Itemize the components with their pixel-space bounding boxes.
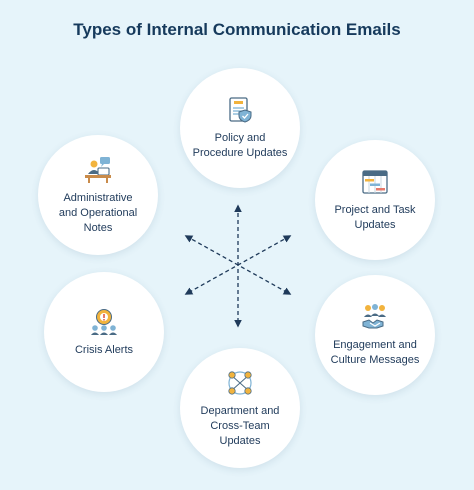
node-label: Administrative and Operational Notes <box>58 191 138 234</box>
office-worker-icon <box>85 156 111 183</box>
node-engagement-messages: Engagement and Culture Messages <box>315 275 435 395</box>
team-handshake-icon <box>362 304 386 329</box>
node-policy-updates: Policy and Procedure Updates <box>180 68 300 188</box>
node-department-updates: Department and Cross-Team Updates <box>180 348 300 468</box>
node-crisis-alerts: Crisis Alerts <box>44 272 164 392</box>
gantt-calendar-icon <box>362 170 388 194</box>
node-administrative-notes: Administrative and Operational Notes <box>38 135 158 255</box>
node-label: Policy and Procedure Updates <box>192 132 288 159</box>
arrow-diagonal-right <box>184 235 292 295</box>
node-label: Crisis Alerts <box>74 343 134 356</box>
node-label: Project and Task Updates <box>334 204 416 231</box>
policy-document-icon <box>229 97 252 123</box>
node-project-updates: Project and Task Updates <box>315 140 435 260</box>
node-label: Engagement and Culture Messages <box>330 339 420 366</box>
network-people-icon <box>228 370 252 395</box>
node-label: Department and Cross-Team Updates <box>200 404 280 447</box>
alert-gear-icon <box>91 308 117 335</box>
diagram-title: Types of Internal Communication Emails <box>73 20 401 39</box>
